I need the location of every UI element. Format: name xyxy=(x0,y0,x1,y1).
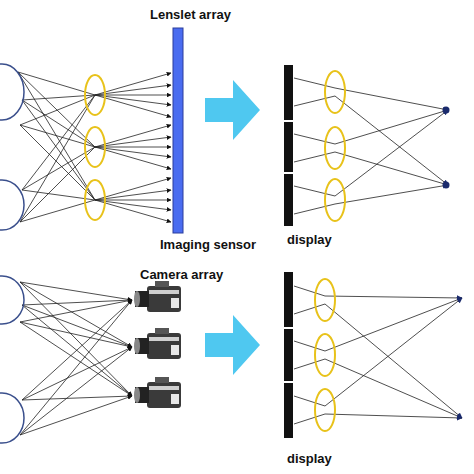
light-ray xyxy=(294,96,335,106)
light-ray xyxy=(325,298,462,351)
light-ray xyxy=(95,147,171,148)
light-ray xyxy=(20,200,95,222)
light-ray xyxy=(335,152,448,185)
light-ray xyxy=(95,190,171,200)
light-ray xyxy=(325,298,462,406)
light-ray xyxy=(22,100,95,147)
light-ray xyxy=(95,147,171,157)
light-ray xyxy=(95,73,171,95)
light-ray xyxy=(22,100,95,200)
light-ray xyxy=(22,300,132,305)
light-ray xyxy=(335,185,448,204)
light-ray xyxy=(325,296,462,298)
part-label: Imaging sensor xyxy=(160,238,256,252)
light-ray xyxy=(294,152,335,162)
light-ray xyxy=(294,204,335,214)
part-label: display xyxy=(287,452,332,466)
light-ray xyxy=(95,200,171,210)
process-arrow xyxy=(205,315,260,375)
part-label: display xyxy=(287,233,332,247)
scene-object xyxy=(0,393,24,443)
part-label: Lenslet array xyxy=(150,8,231,22)
part-label: Camera array xyxy=(140,268,223,282)
process-arrow xyxy=(205,80,260,140)
scene-object xyxy=(0,64,24,120)
light-ray xyxy=(95,147,171,169)
light-ray xyxy=(95,85,171,95)
light-ray xyxy=(20,95,95,222)
camera-icon xyxy=(134,328,181,359)
light-ray xyxy=(325,414,462,418)
light-ray xyxy=(294,78,335,88)
scene-object xyxy=(0,180,24,230)
light-ray xyxy=(22,347,132,400)
light-ray xyxy=(95,200,171,201)
light-ray xyxy=(20,125,95,200)
light-ray xyxy=(95,200,171,222)
camera-icon xyxy=(134,377,181,408)
light-ray xyxy=(294,304,325,314)
light-ray xyxy=(22,95,95,190)
light-ray xyxy=(335,88,448,110)
light-ray xyxy=(22,396,132,400)
light-ray xyxy=(20,322,132,396)
light-ray xyxy=(20,300,132,322)
light-ray xyxy=(20,322,132,347)
light-ray xyxy=(95,137,171,147)
camera-icon xyxy=(134,281,181,312)
light-ray xyxy=(95,95,171,117)
display-lenslets xyxy=(315,71,345,431)
light-ray xyxy=(20,282,132,347)
light-ray xyxy=(20,147,95,222)
light-ray xyxy=(20,396,132,435)
light-ray xyxy=(294,186,335,196)
light-ray xyxy=(95,95,171,96)
light-ray xyxy=(20,282,132,396)
light-ray xyxy=(294,359,325,369)
light-ray xyxy=(18,72,95,200)
light-ray xyxy=(335,96,448,185)
light-ray xyxy=(20,347,132,435)
light-ray xyxy=(20,282,132,300)
focus-point xyxy=(443,182,450,189)
light-ray xyxy=(335,110,448,196)
light-ray xyxy=(294,414,325,424)
light-ray xyxy=(294,341,325,351)
light-ray xyxy=(294,286,325,296)
camera-array xyxy=(134,281,181,408)
light-ray xyxy=(20,300,132,435)
light-rays xyxy=(18,72,462,435)
focus-point xyxy=(443,107,450,114)
light-ray xyxy=(22,300,132,400)
display-panel xyxy=(284,65,293,438)
light-ray xyxy=(95,178,171,200)
light-ray xyxy=(294,134,335,144)
light-ray xyxy=(325,359,462,418)
light-ray xyxy=(95,125,171,147)
light-ray xyxy=(335,110,448,144)
light-ray xyxy=(95,95,171,105)
scene-object xyxy=(0,276,24,324)
light-ray xyxy=(325,304,462,418)
lenslet-array xyxy=(85,75,105,220)
light-ray xyxy=(294,396,325,406)
imaging-sensor xyxy=(173,28,183,233)
